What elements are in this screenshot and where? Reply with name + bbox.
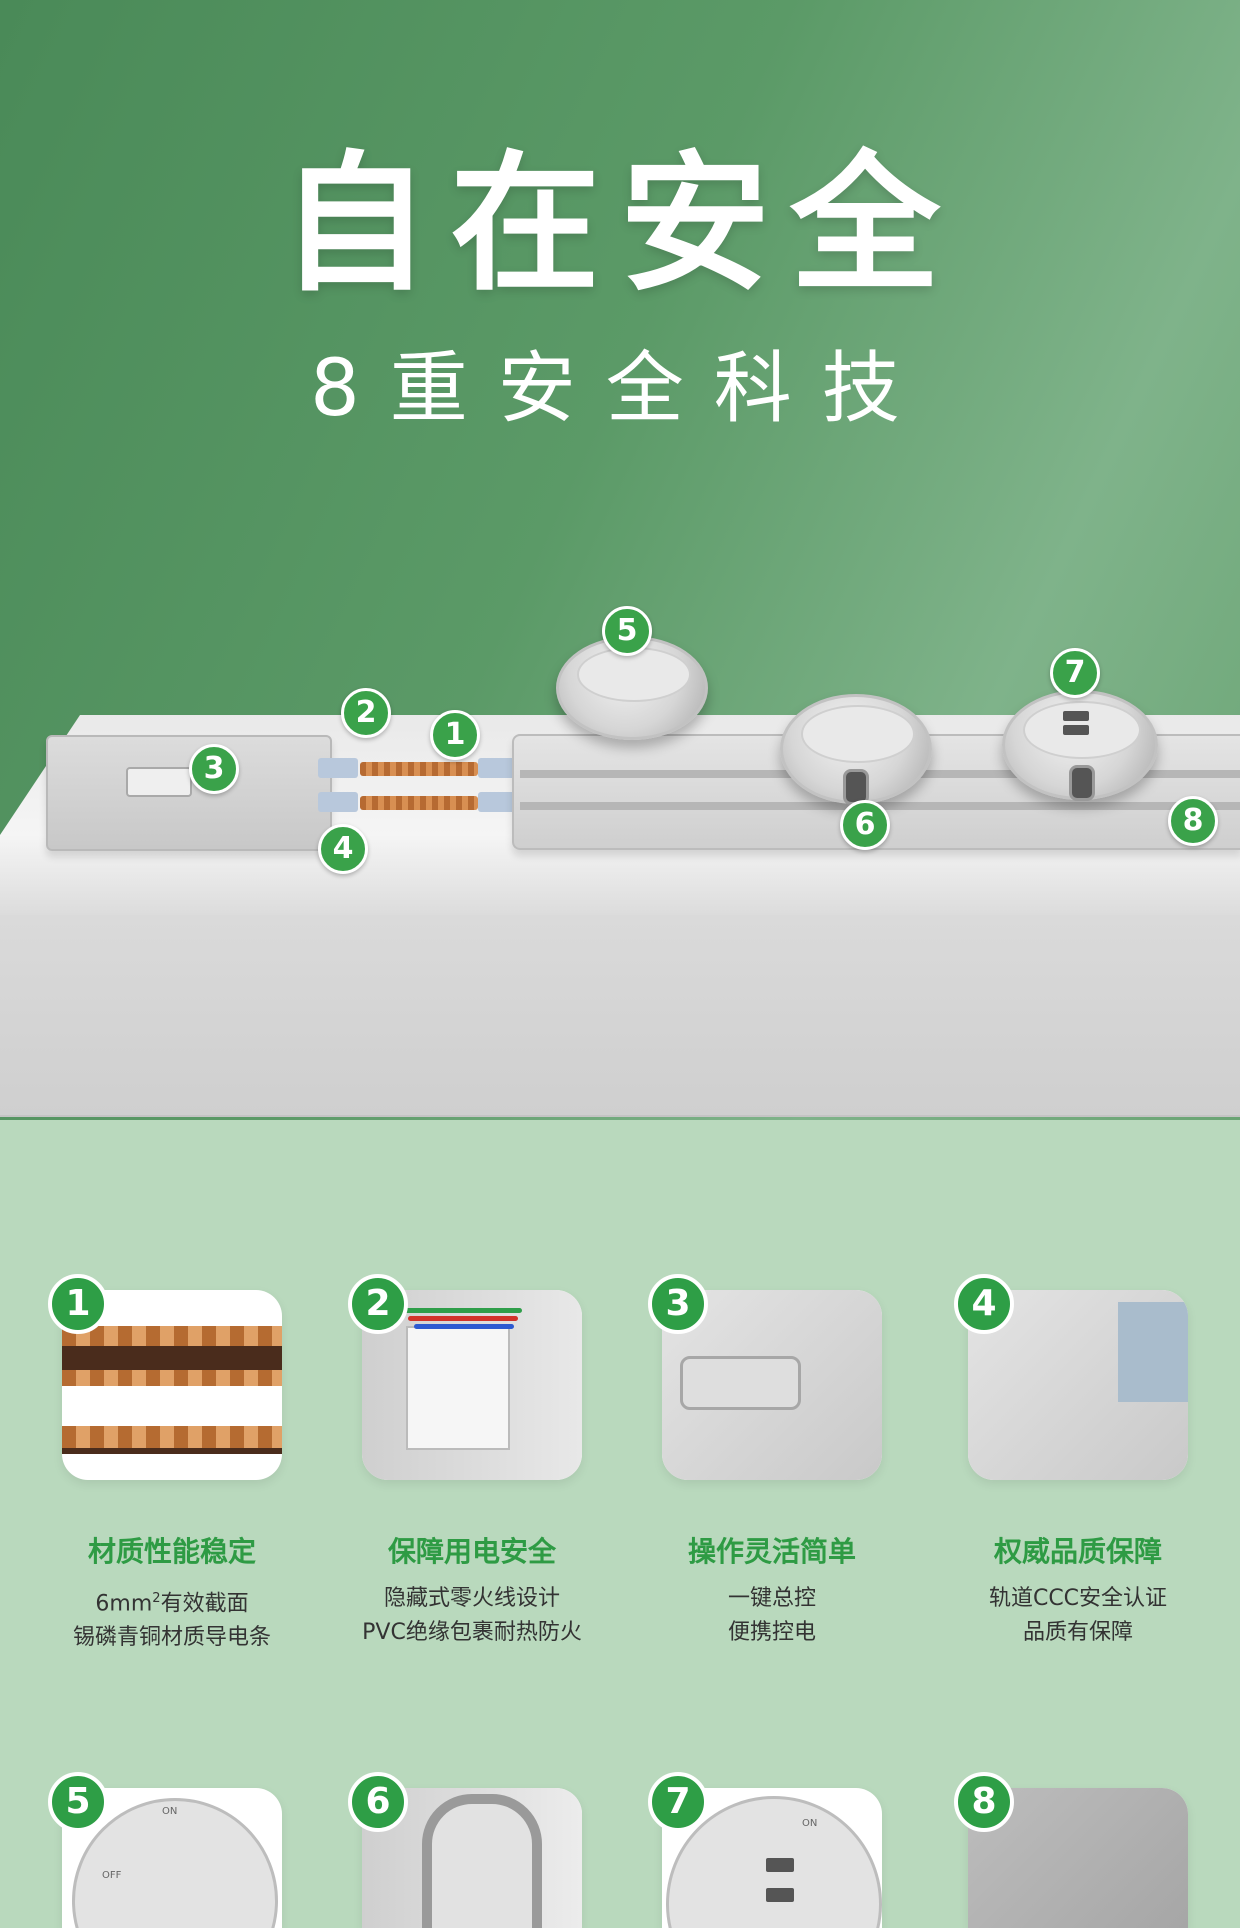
copper-bar-top: [360, 762, 478, 776]
hero-banner: 自在安全 8重安全科技 1 2 3 4 5 6 7 8: [0, 0, 1240, 1120]
feature-desc: 轨道CCC安全认证 品质有保障: [948, 1582, 1208, 1650]
hero-subtitle: 8重安全科技: [310, 344, 930, 434]
hero-title: 自在安全: [279, 138, 960, 312]
socket-adapter-5: [556, 636, 708, 740]
marker-4: 4: [318, 824, 368, 874]
feature-number-badge: 8: [954, 1772, 1014, 1832]
marker-5: 5: [602, 606, 652, 656]
switch-graphic: [422, 1794, 542, 1928]
insulator: [478, 758, 518, 778]
insulator: [318, 758, 358, 778]
feature-number-badge: 1: [48, 1274, 108, 1334]
feature-desc-line: 6mm: [95, 1591, 153, 1617]
feature-desc-sup: 2: [152, 1591, 161, 1606]
feature-desc-line: 品质有保障: [1022, 1620, 1133, 1645]
usb-port-icon: [1063, 711, 1089, 721]
marker-3: 3: [189, 744, 239, 794]
socket-face: [800, 705, 916, 764]
socket-adapter-6: [780, 694, 932, 805]
marker-2: 2: [341, 688, 391, 738]
feature-desc-line: 锡磷青铜材质导电条: [72, 1625, 271, 1651]
feature-desc: 一键总控 便携控电: [642, 1582, 902, 1650]
feature-desc-line: 有效截面: [160, 1591, 249, 1617]
feature-desc-line: PVC绝缘包裹耐热防火: [362, 1620, 582, 1645]
end-cap-button: [126, 767, 192, 797]
marker-7: 7: [1050, 648, 1100, 698]
feature-number-badge: 3: [648, 1274, 708, 1334]
feature-number-badge: 4: [954, 1274, 1014, 1334]
feature-title: 权威品质保障: [993, 1535, 1162, 1568]
on-label: ON: [162, 1806, 178, 1817]
feature-thumb: [662, 1290, 882, 1480]
feature-thumb: [968, 1290, 1188, 1480]
socket-adapter-7: [1002, 690, 1158, 801]
copper-bar-bottom: [360, 796, 478, 810]
copper-shadow: [62, 1448, 282, 1454]
marker-1: 1: [430, 710, 480, 760]
feature-number-badge: 7: [648, 1772, 708, 1832]
rail-graphic: [1118, 1302, 1188, 1402]
feature-title: 操作灵活简单: [687, 1535, 856, 1568]
marker-8: 8: [1168, 796, 1218, 846]
feature-desc: 隐藏式零火线设计 PVC绝缘包裹耐热防火: [342, 1582, 602, 1650]
feature-desc-line: 轨道CCC安全认证: [988, 1586, 1168, 1611]
socket-face: [576, 646, 692, 702]
usb-port-icon: [1063, 725, 1089, 735]
terminal-block: [406, 1326, 510, 1450]
feature-desc-line: 隐藏式零火线设计: [383, 1586, 560, 1611]
feature-title: 材质性能稳定: [87, 1535, 256, 1568]
copper-strip: [62, 1326, 282, 1346]
feature-desc-line: 一键总控: [727, 1586, 816, 1611]
copper-strip: [62, 1426, 282, 1448]
wire-green: [402, 1308, 522, 1313]
wire-red: [408, 1316, 518, 1321]
shelf-front: [0, 915, 1240, 1117]
button-graphic: [680, 1356, 801, 1410]
usb-port-icon: [766, 1858, 794, 1872]
feature-desc-line: 便携控电: [727, 1620, 816, 1645]
feature-desc: 6mm2有效截面 锡磷青铜材质导电条: [42, 1582, 302, 1655]
feature-thumb: ON: [662, 1788, 882, 1928]
insulator: [318, 792, 358, 812]
on-label: ON: [802, 1818, 818, 1829]
copper-strip: [62, 1370, 282, 1386]
feature-number-badge: 6: [348, 1772, 408, 1832]
rail-end-cap: [46, 735, 332, 851]
usb-port-icon: [766, 1888, 794, 1902]
marker-6: 6: [840, 800, 890, 850]
off-label: OFF: [102, 1870, 122, 1881]
feature-title: 保障用电安全: [387, 1535, 556, 1568]
copper-shadow: [62, 1346, 282, 1370]
wire-blue: [414, 1324, 514, 1329]
feature-number-badge: 2: [348, 1274, 408, 1334]
switch-icon: [1069, 765, 1095, 801]
insulator: [478, 792, 518, 812]
feature-number-badge: 5: [48, 1772, 108, 1832]
feature-thumb: [362, 1788, 582, 1928]
